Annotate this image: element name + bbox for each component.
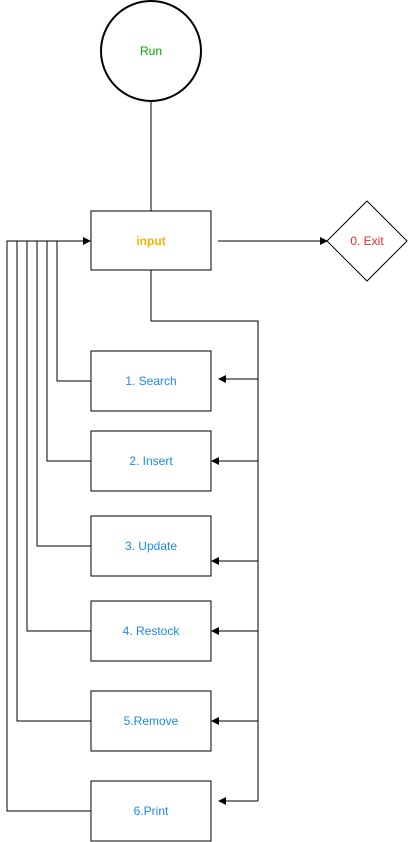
menu-box-update [90, 515, 212, 577]
run-label: Run [140, 44, 162, 58]
restock-arrowhead [211, 627, 219, 635]
search-arrowhead [218, 375, 226, 383]
update-return-connector [36, 240, 91, 547]
search-return-connector [56, 240, 91, 382]
menu-label-update: 3. Update [125, 539, 177, 553]
input-node [90, 210, 212, 271]
menu-options: 1. Search 2. Insert 3. Update 4. Restock 5.R… [90, 350, 258, 842]
insert-arrowhead [211, 457, 219, 465]
menu-box-search [90, 350, 212, 412]
exit-node [326, 200, 408, 282]
remove-return-connector [16, 240, 91, 722]
update-arrowhead [211, 557, 219, 565]
menu-label-restock: 4. Restock [123, 624, 181, 638]
print-return-connector [6, 240, 91, 812]
menu-label-print: 6.Print [134, 804, 169, 818]
print-arrowhead [218, 797, 226, 805]
menu-label-remove: 5.Remove [124, 714, 179, 728]
return-connectors [6, 240, 91, 812]
input-label: input [136, 234, 165, 248]
menu-label-insert: 2. Insert [129, 454, 173, 468]
return-arrowhead [83, 237, 91, 245]
remove-arrowhead [211, 717, 219, 725]
menu-label-search: 1. Search [125, 374, 176, 388]
insert-return-connector [46, 240, 91, 462]
exit-label: 0. Exit [350, 234, 384, 248]
exit-arrowhead [320, 237, 328, 245]
menu-box-print [90, 780, 212, 842]
